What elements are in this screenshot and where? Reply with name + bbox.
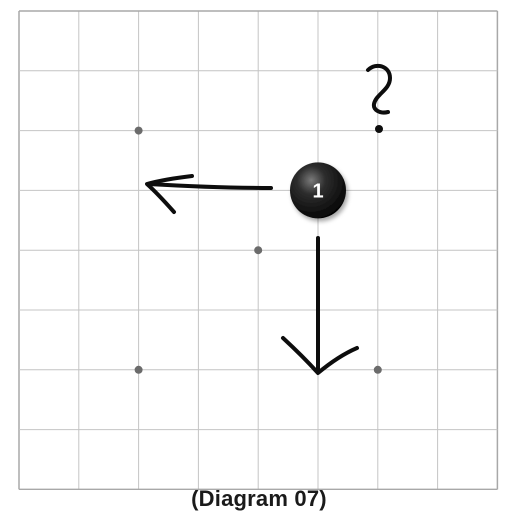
star-point bbox=[134, 365, 143, 374]
question-mark: ? bbox=[366, 63, 392, 133]
down-arrow bbox=[281, 236, 359, 375]
diagram-caption: (Diagram 07) bbox=[191, 486, 327, 511]
left-arrow bbox=[145, 174, 273, 214]
star-point bbox=[254, 246, 263, 255]
star-points bbox=[134, 126, 382, 374]
star-point bbox=[373, 365, 382, 374]
go-board-diagram: ? 1 bbox=[18, 10, 499, 490]
stone-number-label: 1 bbox=[312, 180, 323, 202]
go-board: ? 1 bbox=[18, 10, 499, 490]
black-stone bbox=[290, 162, 346, 219]
star-point bbox=[134, 126, 143, 135]
